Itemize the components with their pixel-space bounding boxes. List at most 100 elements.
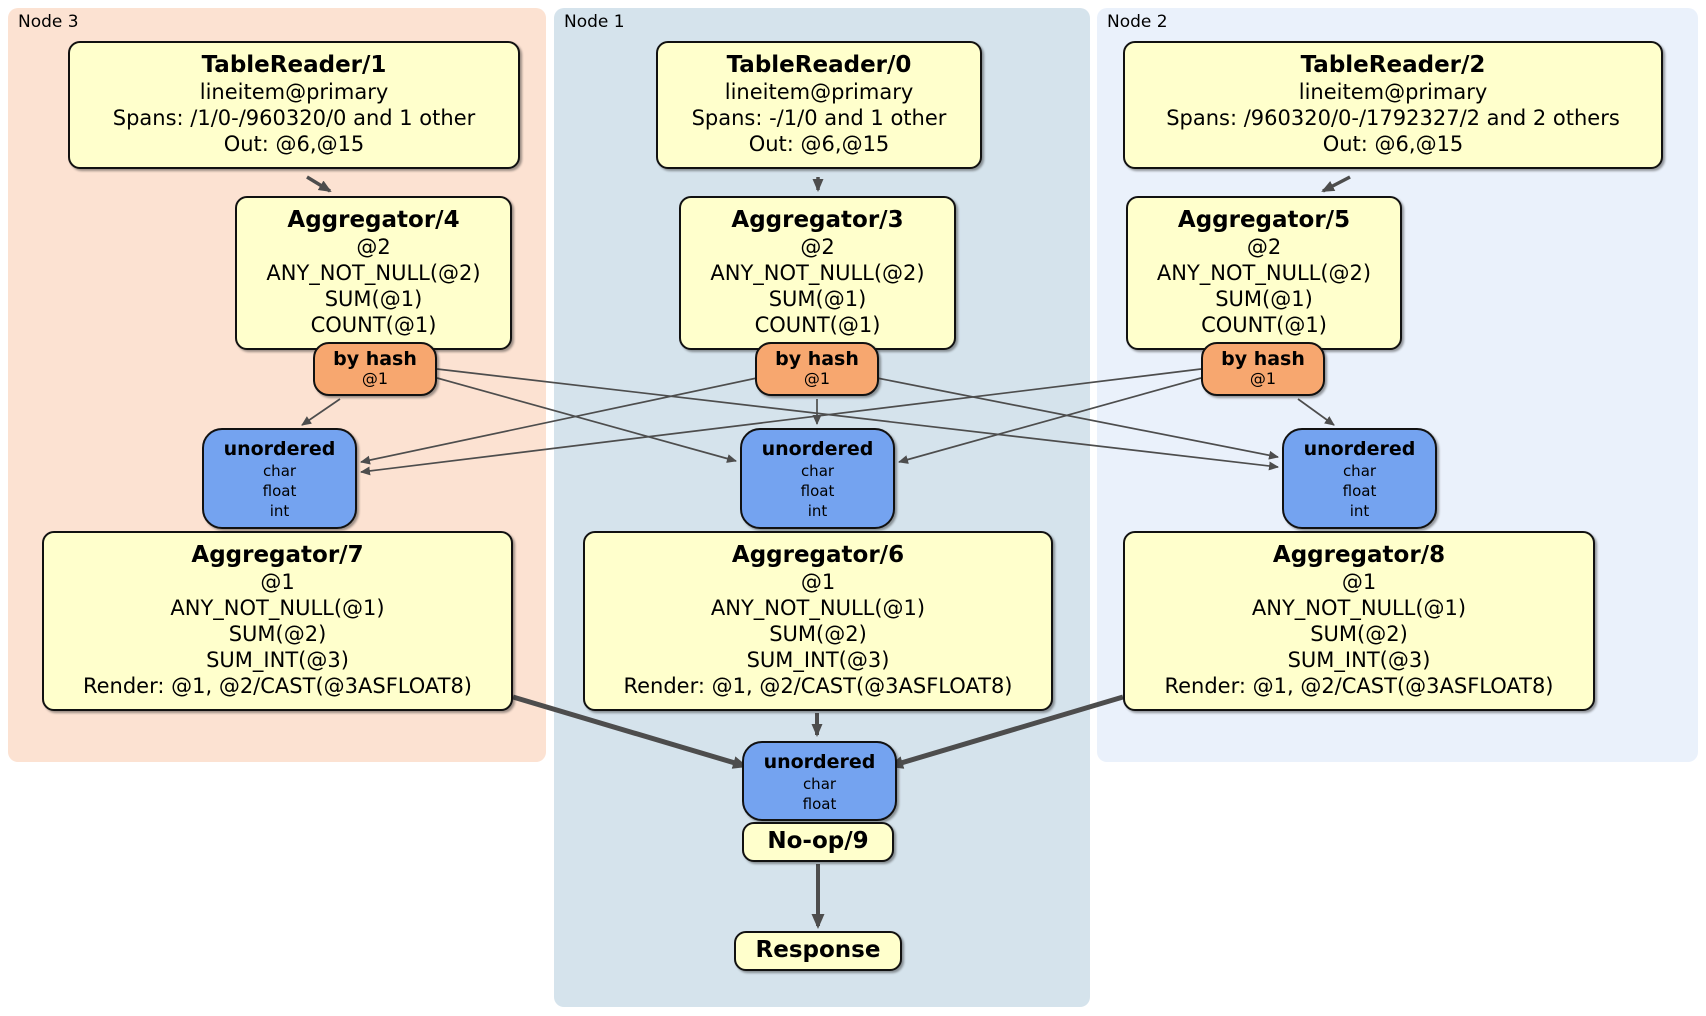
processor-response: Response (734, 931, 902, 971)
box-line: @2 (356, 235, 391, 259)
box-line: ANY_NOT_NULL(@2) (710, 261, 925, 285)
box-line: COUNT(@1) (310, 313, 437, 337)
sync-line: float (262, 482, 297, 500)
edge-tr1-agg4 (306, 175, 332, 193)
sync-title: unordered (763, 751, 876, 773)
box-title: Aggregator/6 (731, 542, 905, 568)
box-line: Spans: /960320/0-/1792327/2 and 2 others (1166, 106, 1620, 130)
router-line: @1 (803, 369, 831, 388)
edge-hash-right-sync-right (1297, 398, 1335, 426)
processor-tablereader-2: TableReader/2 lineitem@primary Spans: /9… (1123, 41, 1663, 169)
box-line: lineitem@primary (199, 80, 389, 104)
box-title: Aggregator/5 (1177, 207, 1351, 233)
box-line: SUM(@2) (1310, 622, 1408, 646)
box-line: Render: @1, @2/CAST(@3ASFLOAT8) (623, 674, 1013, 698)
sync-title: unordered (761, 438, 874, 460)
box-line: lineitem@primary (1298, 80, 1488, 104)
box-line: SUM(@1) (768, 287, 867, 311)
box-title: No-op/9 (767, 828, 869, 854)
sync-unordered-final: unordered char float (742, 741, 897, 821)
box-line: SUM_INT(@3) (746, 648, 890, 672)
sync-line: char (262, 462, 297, 480)
processor-aggregator-5: Aggregator/5 @2 ANY_NOT_NULL(@2) SUM(@1)… (1126, 196, 1402, 350)
edge-agg8-sync-final (888, 694, 1124, 769)
edge-agg7-sync-final (512, 694, 748, 769)
sync-title: unordered (1303, 438, 1416, 460)
sync-line: char (802, 775, 837, 793)
sync-line: char (1342, 462, 1377, 480)
box-line: @1 (800, 570, 836, 594)
box-line: @2 (800, 235, 835, 259)
box-line: @2 (1246, 235, 1282, 259)
edge-hash-left-sync-center (436, 377, 737, 463)
box-line: Render: @1, @2/CAST(@3ASFLOAT8) (1164, 674, 1554, 698)
router-by-hash-left: by hash @1 (313, 342, 437, 396)
box-title: Response (755, 937, 881, 963)
sync-line: float (1342, 482, 1377, 500)
router-by-hash-right: by hash @1 (1201, 342, 1325, 396)
box-line: SUM(@2) (228, 622, 327, 646)
box-title: Aggregator/4 (287, 207, 460, 233)
node-panel-2-label: Node 2 (1107, 12, 1168, 32)
box-line: Out: @6,@15 (1322, 132, 1464, 156)
edge-hash-left-sync-left (301, 398, 341, 426)
processor-aggregator-7: Aggregator/7 @1 ANY_NOT_NULL(@1) SUM(@2)… (42, 531, 513, 711)
box-line: ANY_NOT_NULL(@1) (170, 596, 385, 620)
box-title: TableReader/2 (1300, 52, 1486, 78)
sync-line: float (800, 482, 835, 500)
router-title: by hash (1221, 348, 1305, 370)
processor-aggregator-8: Aggregator/8 @1 ANY_NOT_NULL(@1) SUM(@2)… (1123, 531, 1595, 711)
sync-unordered-center: unordered char float int (740, 428, 895, 529)
box-line: ANY_NOT_NULL(@2) (1156, 261, 1372, 285)
box-line: COUNT(@1) (1201, 313, 1327, 337)
edge-hash-center-sync-right (876, 377, 1279, 460)
node-panel-3-label: Node 3 (18, 12, 79, 32)
sync-title: unordered (223, 438, 336, 460)
edge-hash-center-sync-left (360, 377, 758, 465)
box-line: lineitem@primary (724, 80, 914, 104)
box-line: SUM_INT(@3) (206, 648, 349, 672)
router-title: by hash (333, 348, 417, 370)
box-line: @1 (260, 570, 295, 594)
box-line: Render: @1, @2/CAST(@3ASFLOAT8) (82, 674, 473, 698)
box-title: TableReader/1 (201, 52, 387, 78)
sync-line: int (807, 502, 828, 520)
box-line: SUM(@1) (1215, 287, 1313, 311)
router-line: @1 (361, 369, 389, 388)
edge-hash-left-sync-right (436, 368, 1279, 471)
box-line: Spans: /1/0-/960320/0 and 1 other (112, 106, 476, 130)
box-title: Aggregator/8 (1272, 542, 1446, 568)
box-line: Out: @6,@15 (748, 132, 890, 156)
box-title: Aggregator/3 (731, 207, 904, 233)
box-line: @1 (1341, 570, 1377, 594)
router-title: by hash (775, 348, 859, 370)
sync-line: char (800, 462, 835, 480)
sync-line: int (269, 502, 290, 520)
sync-unordered-left: unordered char float int (202, 428, 357, 529)
box-title: Aggregator/7 (191, 542, 364, 568)
box-line: SUM(@2) (769, 622, 867, 646)
processor-tablereader-1: TableReader/1 lineitem@primary Spans: /1… (68, 41, 520, 169)
router-line: @1 (1249, 369, 1277, 388)
sync-line: int (1349, 502, 1370, 520)
edge-tr2-agg5 (1321, 175, 1351, 193)
box-line: ANY_NOT_NULL(@1) (1251, 596, 1467, 620)
box-line: ANY_NOT_NULL(@1) (710, 596, 926, 620)
box-line: COUNT(@1) (754, 313, 881, 337)
processor-aggregator-6: Aggregator/6 @1 ANY_NOT_NULL(@1) SUM(@2)… (583, 531, 1053, 711)
processor-aggregator-4: Aggregator/4 @2 ANY_NOT_NULL(@2) SUM(@1)… (235, 196, 512, 350)
node-panel-1-label: Node 1 (564, 12, 625, 32)
edge-hash-right-sync-left (360, 368, 1202, 476)
edge-hash-right-sync-center (898, 377, 1202, 464)
box-line: Out: @6,@15 (223, 132, 365, 156)
box-line: ANY_NOT_NULL(@2) (266, 261, 481, 285)
processor-aggregator-3: Aggregator/3 @2 ANY_NOT_NULL(@2) SUM(@1)… (679, 196, 956, 350)
sync-line: float (802, 795, 837, 813)
router-by-hash-center: by hash @1 (755, 342, 879, 396)
box-line: Spans: -/1/0 and 1 other (691, 106, 947, 130)
box-line: SUM(@1) (324, 287, 423, 311)
sync-unordered-right: unordered char float int (1282, 428, 1437, 529)
box-line: SUM_INT(@3) (1287, 648, 1431, 672)
